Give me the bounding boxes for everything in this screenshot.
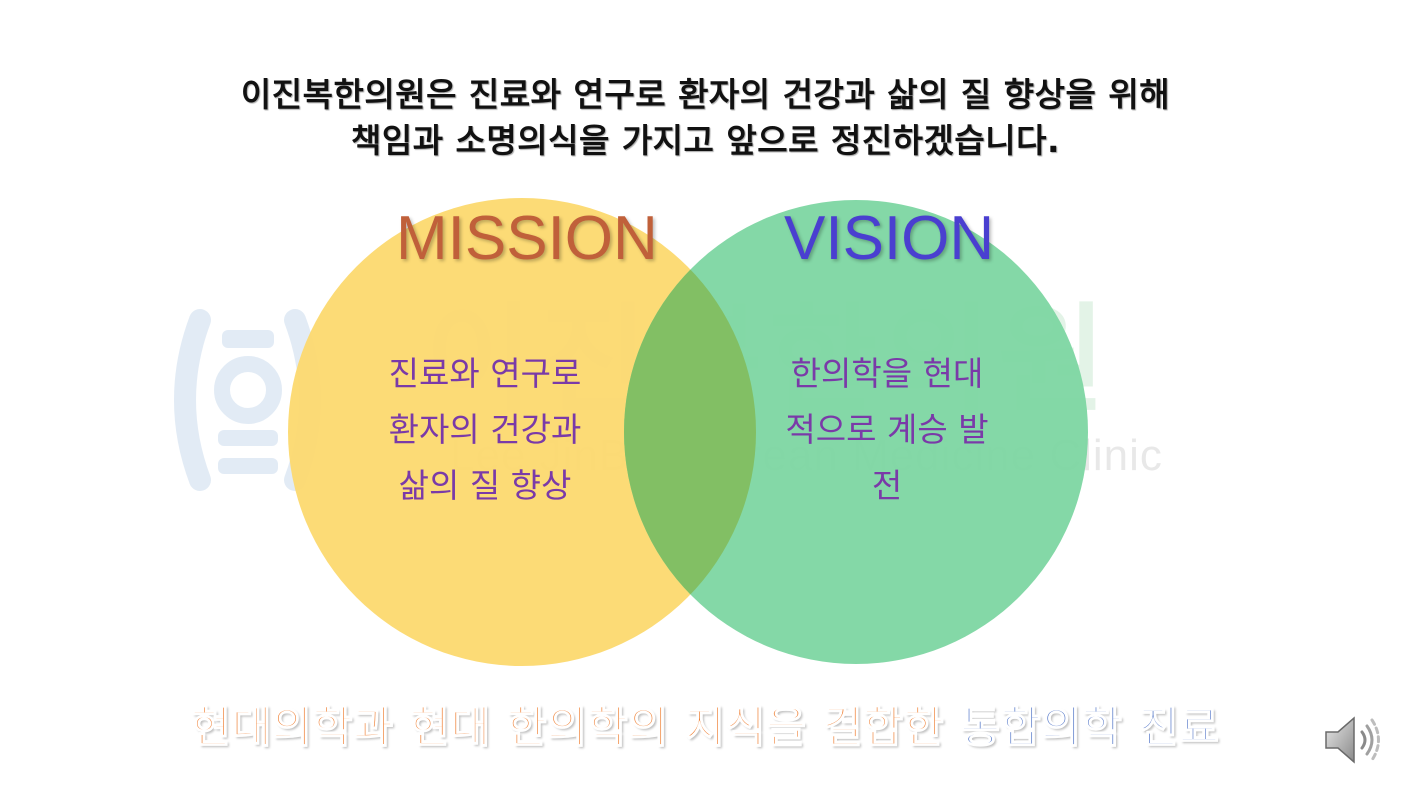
mission-line: 삶의 질 향상 [398,466,572,505]
statement-line-2: 책임과 소명의식을 가지고 앞으로 정진하겠습니다. [350,121,1061,160]
vision-description: 한의학을 현대 적으로 계승 발 전 [742,346,1032,514]
mission-line: 환자의 건강과 [388,410,582,449]
mission-line: 진료와 연구로 [388,354,582,393]
speaker-icon[interactable] [1322,712,1384,768]
integrative-medicine-tagline: 현대의학과 현대 한의학의 지식을 결합한 통합의학 진료 [0,698,1411,758]
statement-line-1: 이진복한의원은 진료와 연구로 환자의 건강과 삶의 질 향상을 위해 [240,75,1171,114]
tagline-part-1: 현대의학과 현대 한의학의 지식을 결합한 [190,702,961,754]
mission-description: 진료와 연구로 환자의 건강과 삶의 질 향상 [335,346,635,514]
vision-line: 한의학을 현대 [790,354,984,393]
mission-title: MISSION [396,204,658,273]
vision-line: 전 [871,466,903,505]
tagline-part-2: 통합의학 진료 [960,702,1220,754]
vision-line: 적으로 계승 발 [785,410,989,449]
vision-circle [624,200,1088,664]
mission-circle [288,198,756,666]
clinic-statement: 이진복한의원은 진료와 연구로 환자의 건강과 삶의 질 향상을 위해 책임과 … [0,72,1411,164]
vision-title: VISION [784,204,995,273]
